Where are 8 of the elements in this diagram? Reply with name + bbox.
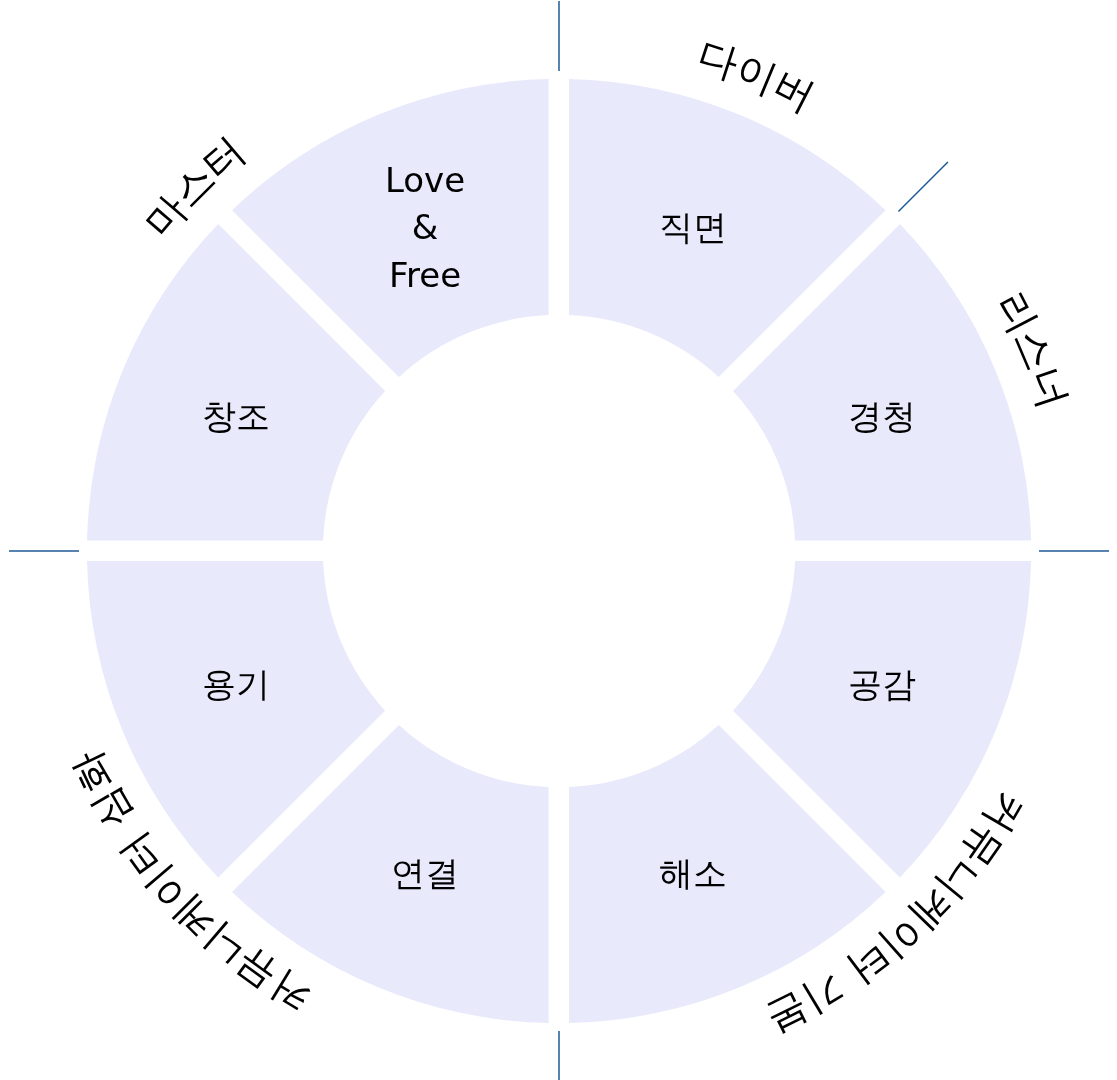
segment-label: 연결 xyxy=(391,852,460,896)
segment-label: Love & Free xyxy=(384,158,466,297)
segment-label: 공감 xyxy=(848,663,917,707)
segment-label: 용기 xyxy=(201,663,270,707)
segment-label: 창조 xyxy=(201,395,270,439)
segment-label: 경청 xyxy=(848,395,917,439)
segment-label: 해소 xyxy=(658,852,727,896)
segment-label: 직면 xyxy=(658,205,727,249)
